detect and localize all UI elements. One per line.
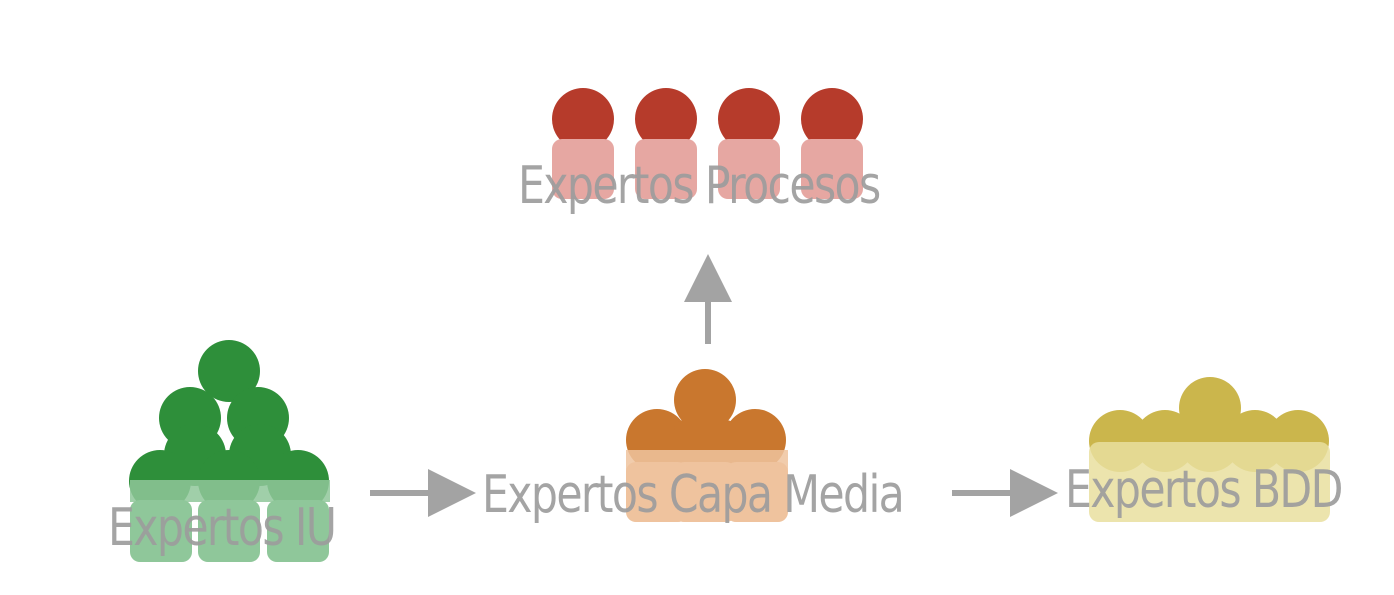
person-head-icon [674, 369, 736, 431]
person-icon [552, 88, 614, 199]
crowd-fade [130, 480, 330, 502]
person-body-icon [626, 462, 688, 522]
person-icon [635, 88, 697, 199]
group-procesos-people [552, 88, 863, 199]
person-head-icon [198, 340, 260, 402]
label-expertos-bdd: Expertos BDD [1065, 460, 1343, 520]
person-icon [801, 88, 863, 199]
label-expertos-iu: Expertos IU [108, 498, 337, 558]
group-capa-media-people [626, 369, 788, 522]
person-body-icon [674, 462, 736, 522]
label-expertos-procesos: Expertos Procesos [518, 156, 881, 216]
group-bdd-people [1089, 377, 1330, 522]
person-body-icon [1089, 442, 1330, 522]
group-iu-people [129, 340, 330, 562]
person-body-icon [198, 500, 260, 562]
person-body-icon [130, 500, 192, 562]
person-body-icon [267, 500, 329, 562]
person-body-icon [726, 462, 788, 522]
label-expertos-capa-media: Expertos Capa Media [482, 465, 905, 525]
person-icon [718, 88, 780, 199]
